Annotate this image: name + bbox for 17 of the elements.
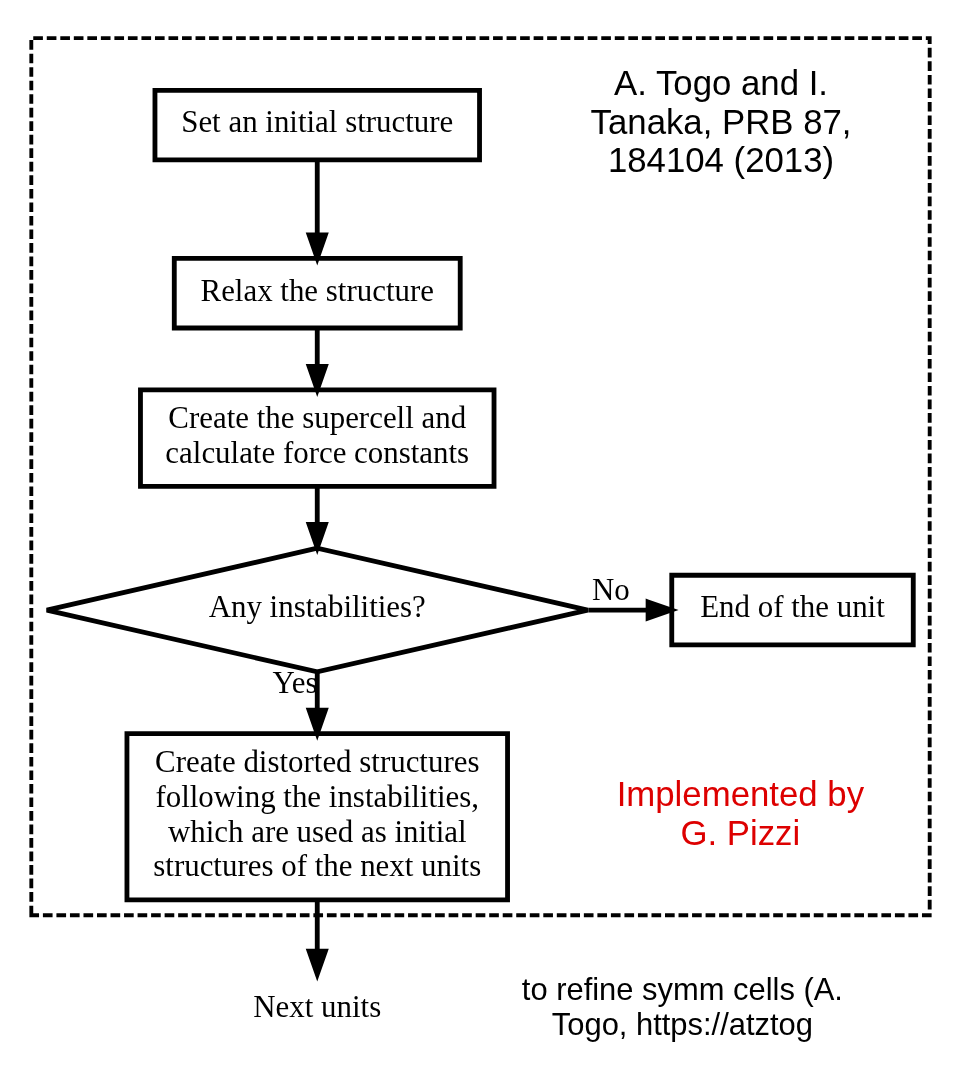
arrow (588, 598, 679, 622)
node-box: Create the supercell and calculate force constants (138, 387, 497, 489)
node-box: End of the unit (669, 572, 916, 648)
edge-label: No (592, 572, 630, 608)
arrow (305, 328, 329, 397)
cluster (29, 36, 932, 918)
node-box: Relax the structure (171, 256, 463, 331)
label: A. Togo and I. Tanaka, PRB 87, 184104 (2013) (590, 63, 852, 180)
node-box: Create distorted structures following the instabilities, which are used as initial structures of the next units (124, 731, 510, 903)
arrow (305, 672, 329, 741)
label: to refine symm cells (A. Togo, https://atztog (521, 971, 843, 1042)
arrow (305, 160, 329, 266)
node-box: Set an initial structure (152, 87, 482, 163)
arrow (305, 900, 329, 982)
node-text: Next units (253, 989, 382, 1025)
label: Implemented by G. Pizzi (616, 774, 865, 852)
arrow (305, 486, 329, 556)
